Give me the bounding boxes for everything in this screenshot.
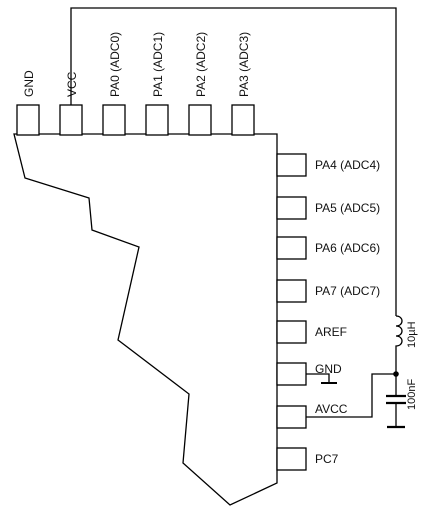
label-pa3: PA3 (ADC3) — [237, 32, 251, 97]
label-pa4: PA4 (ADC4) — [315, 158, 380, 172]
pin-pa0 — [102, 104, 126, 136]
pin-pa3 — [231, 104, 255, 136]
pin-vcc-top — [59, 104, 83, 136]
label-pa5: PA5 (ADC5) — [315, 201, 380, 215]
pin-pa7 — [276, 279, 307, 303]
pin-gnd-top — [16, 104, 40, 136]
label-avcc: AVCC — [315, 402, 348, 416]
label-pa7: PA7 (ADC7) — [315, 284, 380, 298]
label-pc7: PC7 — [315, 452, 339, 466]
pin-avcc — [276, 405, 307, 429]
label-gnd-right: GND — [315, 362, 342, 376]
avcc-wire — [306, 373, 396, 418]
pin-pa5 — [276, 196, 307, 220]
pin-pc7 — [276, 447, 307, 471]
gnd-pin-ground-wire — [306, 373, 330, 383]
label-pa0: PA0 (ADC0) — [108, 32, 122, 97]
label-aref: AREF — [315, 325, 347, 339]
pin-pa1 — [145, 104, 169, 136]
label-pa1: PA1 (ADC1) — [151, 32, 165, 97]
pin-pa2 — [188, 104, 212, 136]
pin-pa6 — [276, 236, 307, 260]
capacitor-value-label: 100nF — [406, 379, 418, 410]
chip-body-outline — [13, 133, 278, 506]
pin-aref — [276, 320, 307, 344]
label-vcc-top: VCC — [65, 71, 79, 97]
label-gnd-top: GND — [22, 70, 36, 97]
inductor-value-label: 10µH — [406, 321, 418, 348]
label-pa6: PA6 (ADC6) — [315, 241, 380, 255]
pin-gnd-right — [276, 362, 307, 386]
label-pa2: PA2 (ADC2) — [194, 32, 208, 97]
inductor-coil — [395, 315, 403, 374]
vcc-supply-wire — [70, 7, 397, 316]
pin-pa4 — [276, 153, 307, 177]
